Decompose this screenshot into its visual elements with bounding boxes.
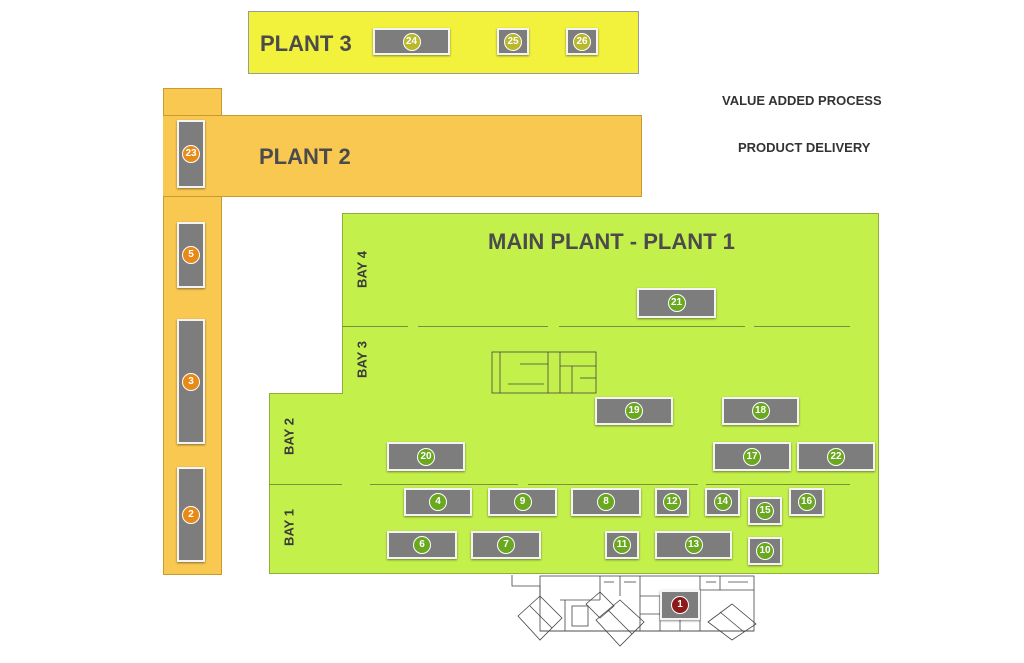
station-23-badge: 23: [182, 145, 200, 163]
bay-divider-4-3: [754, 326, 850, 327]
station-9-badge: 9: [513, 493, 532, 511]
station-12-badge: 12: [663, 493, 681, 511]
station-1[interactable]: 1: [660, 590, 700, 620]
station-8-badge: 8: [597, 493, 615, 511]
bay-divider-4-3: [342, 326, 408, 327]
station-15[interactable]: 15: [748, 497, 782, 525]
bay-divider-2-1: [528, 484, 698, 485]
station-21-badge: 21: [667, 294, 686, 312]
station-22-badge: 22: [827, 447, 845, 466]
station-22[interactable]: 22: [797, 442, 875, 471]
station-24-badge: 24: [402, 32, 421, 51]
station-23[interactable]: 23: [177, 120, 205, 188]
station-10-badge: 10: [756, 542, 774, 560]
legend-product-delivery: PRODUCT DELIVERY: [738, 140, 871, 155]
station-9[interactable]: 9: [488, 488, 557, 516]
station-6-badge: 6: [413, 536, 431, 554]
legend-value-added-process: VALUE ADDED PROCESS: [722, 93, 882, 108]
station-15-badge: 15: [756, 502, 774, 520]
station-7-badge: 7: [497, 536, 515, 554]
station-11[interactable]: 11: [605, 531, 639, 559]
station-7[interactable]: 7: [471, 531, 541, 559]
station-16[interactable]: 16: [789, 488, 824, 516]
station-17-badge: 17: [743, 447, 761, 466]
station-21[interactable]: 21: [637, 288, 716, 318]
plant-3-title: PLANT 3: [260, 31, 352, 56]
station-18[interactable]: 18: [722, 397, 799, 425]
station-16-badge: 16: [797, 493, 816, 511]
station-13-badge: 13: [684, 536, 703, 554]
station-13[interactable]: 13: [655, 531, 732, 559]
station-3-badge: 3: [182, 372, 200, 391]
station-2-badge: 2: [182, 505, 200, 524]
station-18-badge: 18: [751, 402, 770, 420]
station-20-badge: 20: [417, 447, 435, 466]
station-19[interactable]: 19: [595, 397, 673, 425]
plant-2-title: PLANT 2: [259, 144, 351, 169]
station-11-badge: 11: [613, 536, 631, 554]
station-6[interactable]: 6: [387, 531, 457, 559]
plant-1-title: MAIN PLANT - PLANT 1: [488, 229, 735, 254]
station-5-badge: 5: [182, 246, 200, 264]
station-3[interactable]: 3: [177, 319, 205, 444]
bay-divider-4-3: [418, 326, 548, 327]
station-24[interactable]: 24: [373, 28, 450, 55]
station-14[interactable]: 14: [705, 488, 740, 516]
station-2[interactable]: 2: [177, 467, 205, 562]
bay-divider-2-1: [269, 484, 342, 485]
bay-divider-2-1: [706, 484, 850, 485]
station-1-badge: 1: [671, 596, 689, 614]
station-25[interactable]: 25: [497, 28, 529, 55]
station-4[interactable]: 4: [404, 488, 472, 516]
station-25-badge: 25: [504, 32, 522, 51]
station-20[interactable]: 20: [387, 442, 465, 471]
station-12[interactable]: 12: [655, 488, 689, 516]
station-8[interactable]: 8: [571, 488, 641, 516]
station-14-badge: 14: [713, 493, 732, 511]
plant-2-horizontal-zone: [163, 115, 642, 197]
station-17[interactable]: 17: [713, 442, 791, 471]
station-26[interactable]: 26: [566, 28, 598, 55]
bay-divider-2-1: [370, 484, 518, 485]
plant-1-join: [343, 390, 878, 396]
bay-divider-4-3: [559, 326, 745, 327]
station-5[interactable]: 5: [177, 222, 205, 288]
station-4-badge: 4: [429, 493, 447, 511]
station-19-badge: 19: [625, 402, 643, 420]
plant-1-upper-zone: [342, 213, 879, 394]
station-10[interactable]: 10: [748, 537, 782, 565]
station-26-badge: 26: [573, 32, 591, 51]
